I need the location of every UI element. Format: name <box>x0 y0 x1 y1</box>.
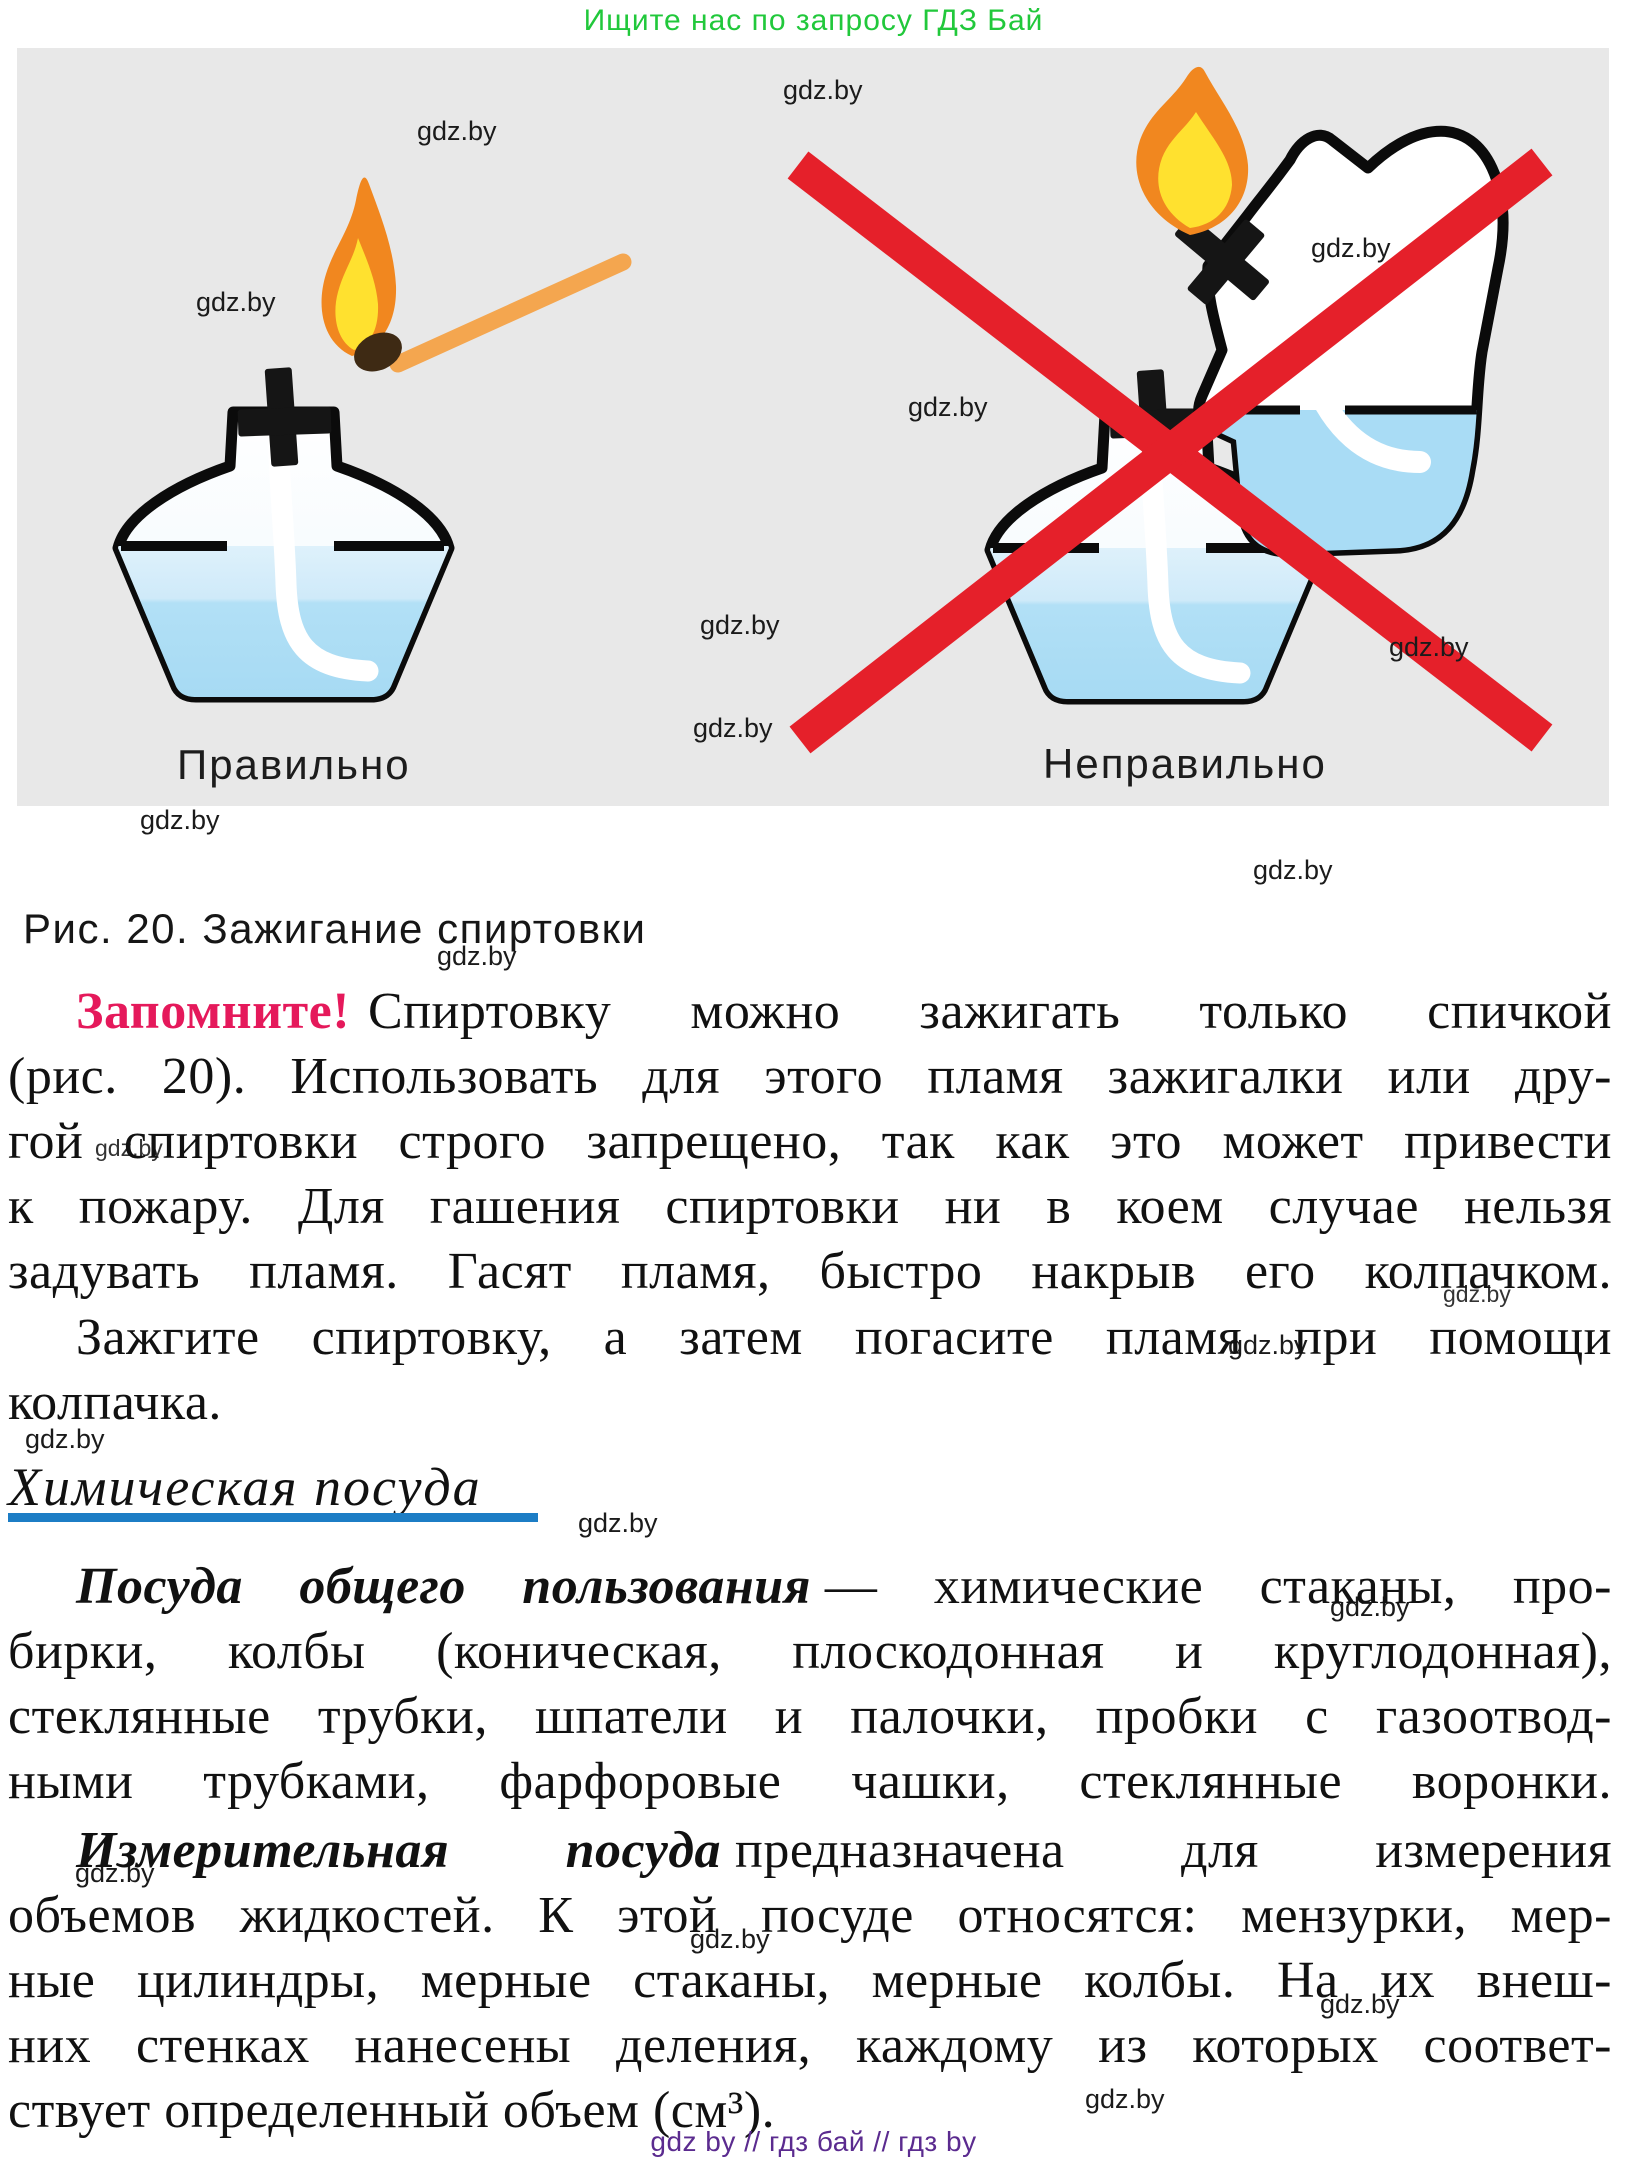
watermark-gdz: gdz.by <box>140 805 220 835</box>
watermark-gdz: gdz.by <box>700 610 780 640</box>
section-underline <box>8 1513 538 1522</box>
watermark-gdz: gdz.by <box>578 1508 658 1538</box>
text-line: ные цилиндры, мерные стаканы, мерные кол… <box>8 1952 1612 2009</box>
common-glassware-lead: Посуда общего пользования <box>76 1558 811 1615</box>
paragraph-remember: Запомните!Спиртовку можно зажигать тольк… <box>8 979 1612 1304</box>
watermark-gdz: gdz.by <box>25 1424 105 1454</box>
watermark-gdz: gdz.by <box>1320 1989 1400 2019</box>
section-title: Химическая посуда <box>8 1457 482 1517</box>
text-line: Зажгите спиртовку, а затем погасите плам… <box>76 1309 1612 1366</box>
paragraph-task: Зажгите спиртовку, а затем погасите плам… <box>8 1305 1612 1435</box>
prohibition-cross-icon <box>787 148 1553 754</box>
text-line: бирки, колбы (коническая, плоскодонная и… <box>8 1623 1612 1680</box>
watermark-gdz: gdz.by <box>1389 632 1469 662</box>
label-correct: Правильно <box>177 741 411 788</box>
watermark-gdz: gdz.by <box>95 1135 163 1161</box>
watermark-gdz: gdz.by <box>1085 2084 1165 2114</box>
watermark-gdz: gdz.by <box>417 116 497 146</box>
watermark-gdz: gdz.by <box>1228 1330 1308 1360</box>
remember-lead: Запомните! <box>76 983 351 1040</box>
match-icon <box>321 177 632 373</box>
watermark-gdz: gdz.by <box>690 1924 770 1954</box>
watermark-gdz: gdz.by <box>908 392 988 422</box>
watermark-gdz: gdz.by <box>1253 855 1333 885</box>
text-line: объемов жидкостей. К этой посуде относят… <box>8 1887 1612 1944</box>
watermark-gdz: gdz.by <box>1443 1281 1511 1307</box>
correct-lamp <box>100 367 470 716</box>
watermark-gdz: gdz.by <box>437 941 517 971</box>
text-line: гой спиртовки строго запрещено, так как … <box>8 1113 1612 1170</box>
paragraph-common-glassware: Посуда общего пользования— химические ст… <box>8 1554 1612 1814</box>
watermark-gdz: gdz.by <box>1330 1592 1410 1622</box>
text-line: них стенках нанесены деления, каждому из… <box>8 2017 1612 2074</box>
site-header: Ищите нас по запросу ГДЗ Бай <box>583 4 1044 37</box>
text-line: (рис. 20). Использовать для этого пламя … <box>8 1048 1612 1105</box>
text-line: Посуда общего пользования— химические ст… <box>76 1558 1612 1615</box>
label-incorrect: Неправильно <box>1043 740 1327 787</box>
watermark-gdz: gdz.by <box>783 75 863 105</box>
watermark-gdz: gdz.by <box>693 713 773 743</box>
text-line: Запомните!Спиртовку можно зажигать тольк… <box>76 983 1612 1040</box>
text-line: колпачка. <box>8 1374 222 1431</box>
figure-20-illustration <box>17 66 1553 754</box>
measuring-glassware-lead: Измерительная посуда <box>76 1822 721 1879</box>
watermark-gdz: gdz.by <box>1311 233 1391 263</box>
watermark-gdz: gdz.by <box>196 287 276 317</box>
text-line: ными трубками, фарфоровые чашки, стеклян… <box>8 1753 1612 1810</box>
text-line: к пожару. Для гашения спиртовки ни в кое… <box>8 1178 1612 1235</box>
text-line: задувать пламя. Гасят пламя, быстро накр… <box>8 1243 1612 1300</box>
site-footer: gdz by // гдз бай // гдз by <box>650 2126 977 2157</box>
watermark-gdz: gdz.by <box>75 1858 155 1888</box>
text-line: стеклянные трубки, шпатели и палочки, пр… <box>8 1688 1612 1745</box>
text-line: ствует определенный объем (см³). <box>8 2082 776 2139</box>
figure-caption: Рис. 20. Зажигание спиртовки <box>23 905 647 952</box>
